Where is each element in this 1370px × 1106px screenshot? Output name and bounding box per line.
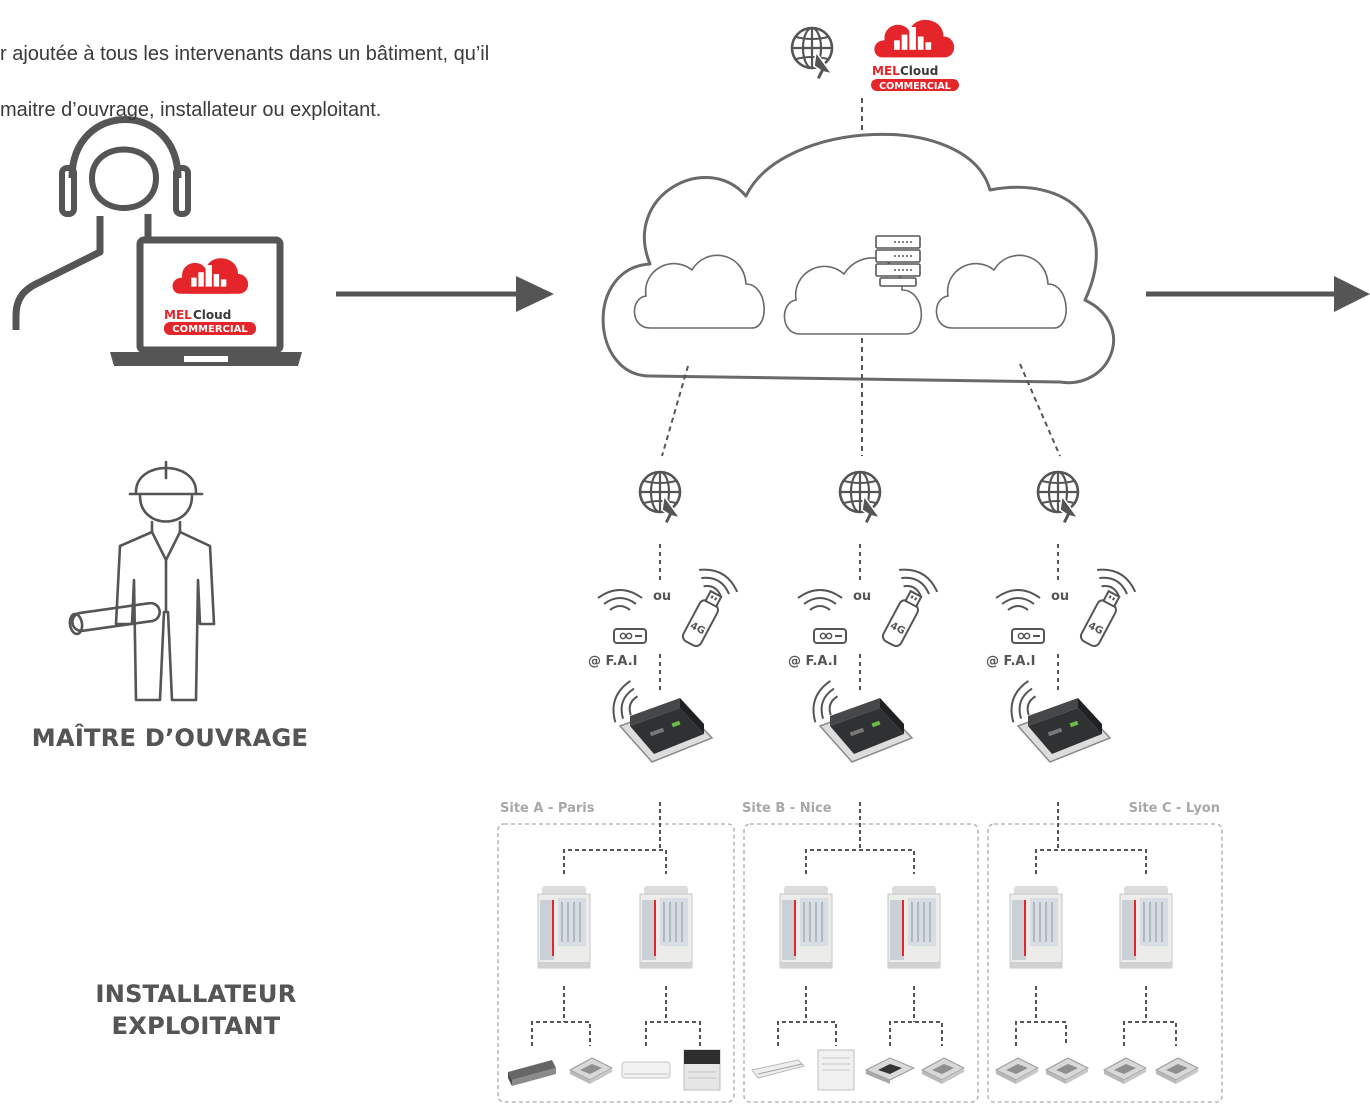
cloud-platform (601, 132, 1115, 385)
site-b-connectivity: ou @ F.A.I 4G (788, 470, 943, 763)
site-a-cassette-unit (569, 1057, 613, 1085)
site-a-controller-icon (619, 697, 713, 763)
logo-mel-text: MEL (872, 64, 900, 78)
site-c-router-icon (1011, 628, 1045, 644)
site-a-or-label: ou (653, 589, 671, 604)
site-a-router-wifi-icon (597, 589, 643, 611)
site-c-cassette-unit-4 (1155, 1057, 1199, 1085)
link-cloud-site-a (661, 365, 689, 457)
site-c-controller-icon (1017, 697, 1111, 763)
site-c-web-icon (1036, 470, 1080, 526)
laptop-logo-cloud-text: Cloud (193, 308, 231, 322)
laptop-logo-commercial-text: COMMERCIAL (172, 324, 248, 335)
site-b-isp-label: @ F.A.I (788, 654, 838, 669)
small-cloud-middle (783, 257, 923, 335)
site-b-cassette-unit (921, 1057, 965, 1085)
small-cloud-right (935, 254, 1067, 329)
site-b-equipment (751, 802, 965, 1091)
site-c-box (987, 823, 1223, 1103)
installer-role-text: INSTALLATEUR EXPLOITANT (95, 980, 297, 1040)
site-c-cassette-unit-1 (995, 1057, 1039, 1085)
site-a-web-icon (638, 470, 682, 526)
laptop-logo-mel-text: MEL (164, 308, 192, 322)
site-a-isp-label: @ F.A.I (588, 654, 638, 669)
owner-figure-icon (68, 460, 216, 702)
site-c-isp-label: @ F.A.I (986, 654, 1036, 669)
site-b-controller-icon (819, 697, 913, 763)
site-a-4g-key-icon: 4G (679, 588, 726, 650)
site-b-or-label: ou (853, 589, 871, 604)
arrow-cloud-to-right (1146, 276, 1370, 312)
operator-with-laptop-icon: MEL Cloud COMMERCIAL (12, 116, 302, 366)
site-b-4g-key-icon: 4G (879, 588, 926, 650)
site-a-router-icon (613, 628, 647, 644)
site-a-duct-unit (508, 1060, 556, 1086)
site-b-outdoor-unit-2 (887, 885, 941, 969)
owner-role-text: MAÎTRE D’OUVRAGE (31, 724, 309, 752)
site-c-cassette-unit-3 (1103, 1057, 1147, 1085)
site-c-4g-key-icon: 4G (1077, 588, 1124, 650)
site-b-floor-unit (817, 1049, 855, 1091)
site-b-outdoor-unit-1 (779, 885, 833, 969)
server-icon (875, 235, 921, 287)
site-a-wall-unit (621, 1061, 671, 1079)
site-c-outdoor-unit-2 (1119, 885, 1173, 969)
melcloud-top-logo: MEL Cloud COMMERCIAL (871, 19, 959, 92)
site-b-web-icon (838, 470, 882, 526)
logo-cloud-text: Cloud (900, 64, 938, 78)
site-a-box (497, 823, 735, 1103)
site-b-label: Site B - Nice (742, 801, 832, 816)
site-c-equipment (995, 802, 1199, 1085)
intro-line-1: r ajoutée à tous les intervenants dans u… (0, 43, 490, 65)
site-c-cassette-unit-2 (1045, 1057, 1089, 1085)
logo-commercial-text: COMMERCIAL (879, 81, 951, 92)
intro-line-2: maitre d’ouvrage, installateur ou exploi… (0, 99, 382, 121)
site-b-router-icon (813, 628, 847, 644)
owner-role-label: MAÎTRE D’OUVRAGE (31, 724, 309, 752)
site-b-router-wifi-icon (797, 589, 843, 611)
site-b-ceiling-unit (751, 1059, 805, 1079)
site-c-connectivity: ou @ F.A.I 4G (986, 470, 1141, 763)
site-c-label: Site C - Lyon (1129, 801, 1220, 816)
arrow-user-to-cloud (336, 276, 554, 312)
intro-paragraph: r ajoutée à tous les intervenants dans u… (0, 12, 700, 152)
site-a-outdoor-unit-1 (537, 885, 591, 969)
site-b-box (743, 823, 979, 1103)
top-web-access-icon (790, 26, 834, 82)
site-a-label: Site A - Paris (500, 801, 595, 816)
small-cloud-left (633, 254, 765, 329)
link-cloud-site-c (1019, 363, 1061, 457)
site-c-router-wifi-icon (995, 589, 1041, 611)
installer-role-label: INSTALLATEUR EXPLOITANT (95, 980, 297, 1040)
site-c-or-label: ou (1051, 589, 1069, 604)
site-b-ceiling-cassette (865, 1057, 915, 1085)
site-a-outdoor-unit-2 (639, 885, 693, 969)
site-a-equipment (508, 802, 721, 1091)
site-a-connectivity: ou @ F.A.I 4G (588, 470, 743, 763)
site-a-floor-unit (683, 1049, 721, 1091)
site-c-outdoor-unit-1 (1009, 885, 1063, 969)
